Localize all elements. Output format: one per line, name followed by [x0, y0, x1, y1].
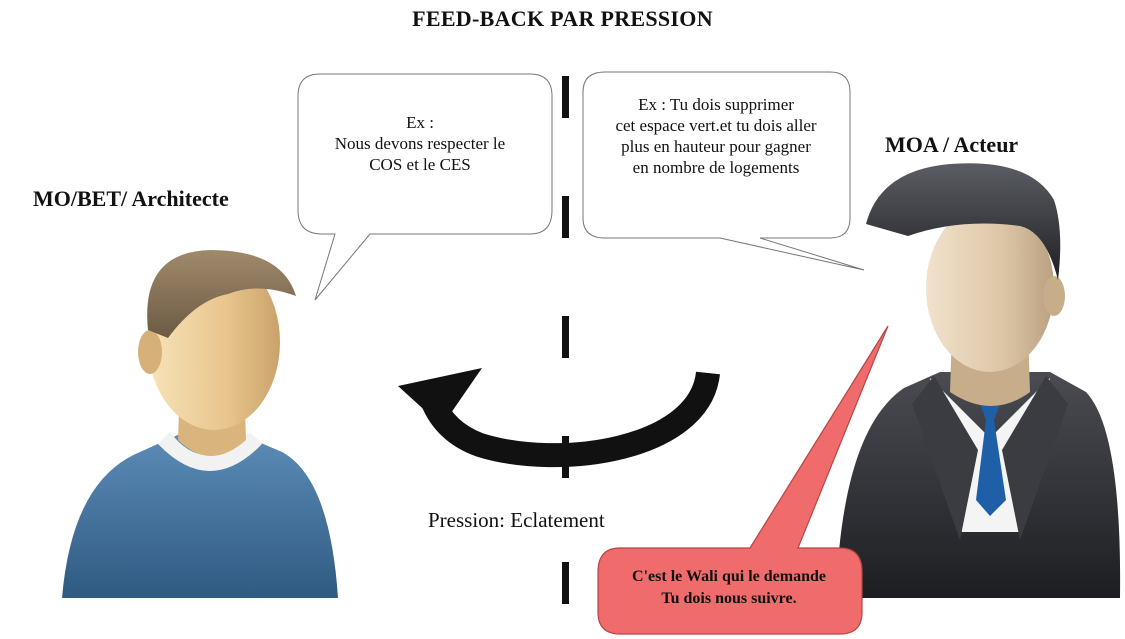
red-speech-bubble: [597, 325, 889, 635]
diagram-title: FEED-BACK PAR PRESSION: [412, 6, 713, 31]
right-speech-text: Ex : Tu dois supprimer cet espace vert.e…: [585, 94, 847, 178]
left-actor-role: MO/BET/ Architecte: [33, 186, 229, 211]
businessman-avatar-icon: [836, 163, 1121, 598]
curved-arrow-icon: [398, 368, 720, 468]
left-speech-line: Nous devons respecter le: [334, 134, 506, 153]
casual-man-avatar-icon: [62, 250, 338, 598]
pressure-speech-line: C'est le Wali qui le demande: [632, 568, 826, 585]
left-speech-bubble: [297, 73, 553, 301]
pressure-speech-line: Tu dois nous suivre.: [661, 590, 797, 607]
right-speech-line: plus en hauteur pour gagner: [621, 137, 811, 156]
right-speech-line: cet espace vert.et tu dois aller: [615, 116, 817, 135]
right-speech-line: Ex : Tu dois supprimer: [638, 95, 794, 114]
left-speech-line: Ex :: [406, 113, 434, 132]
left-speech-text: Ex : Nous devons respecter le COS et le …: [300, 112, 540, 175]
left-speech-line: COS et le CES: [369, 155, 471, 174]
right-actor-role: MOA / Acteur: [885, 132, 1019, 157]
right-speech-line: en nombre de logements: [632, 158, 800, 177]
pressure-speech-text: C'est le Wali qui le demande Tu dois nou…: [600, 566, 858, 610]
right-speech-bubble: [582, 71, 865, 271]
pressure-label: Pression: Eclatement: [428, 508, 605, 532]
